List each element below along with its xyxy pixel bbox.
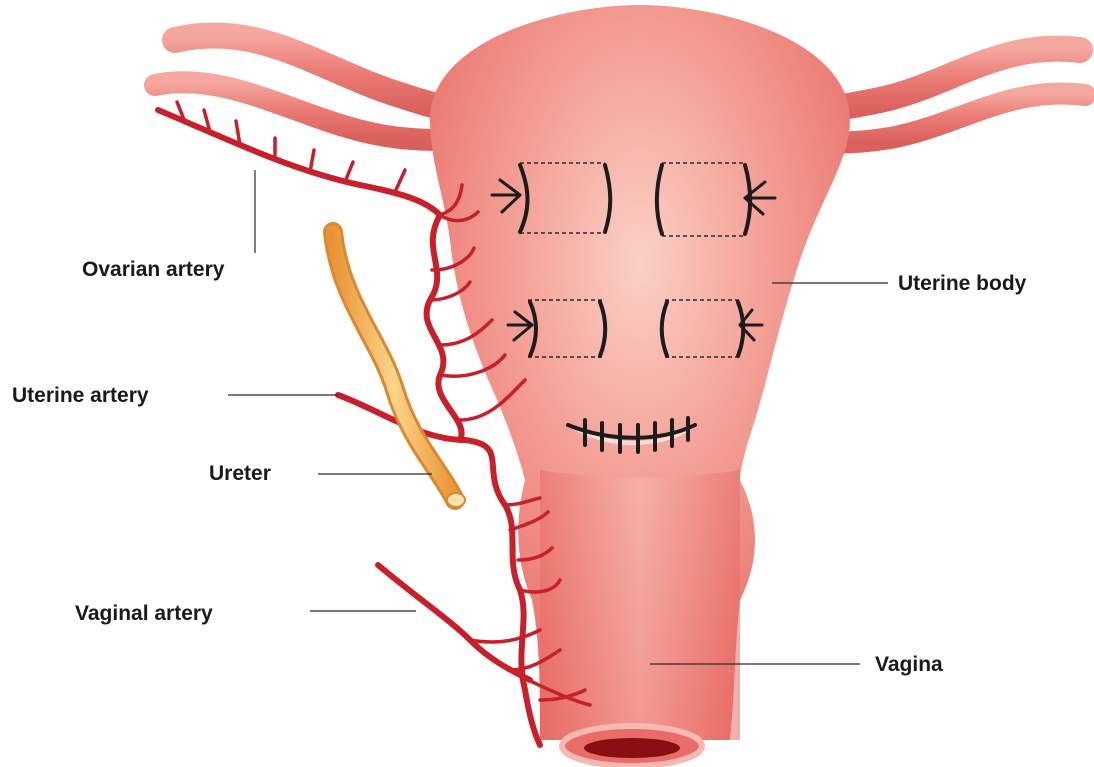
label-vaginal-artery: Vaginal artery	[75, 602, 213, 625]
label-ureter: Ureter	[209, 462, 271, 485]
label-uterine-artery: Uterine artery	[12, 384, 149, 407]
label-vagina: Vagina	[875, 653, 943, 676]
uterus	[430, 5, 850, 766]
label-uterine-body: Uterine body	[898, 272, 1027, 295]
label-ovarian-artery: Ovarian artery	[82, 258, 225, 281]
